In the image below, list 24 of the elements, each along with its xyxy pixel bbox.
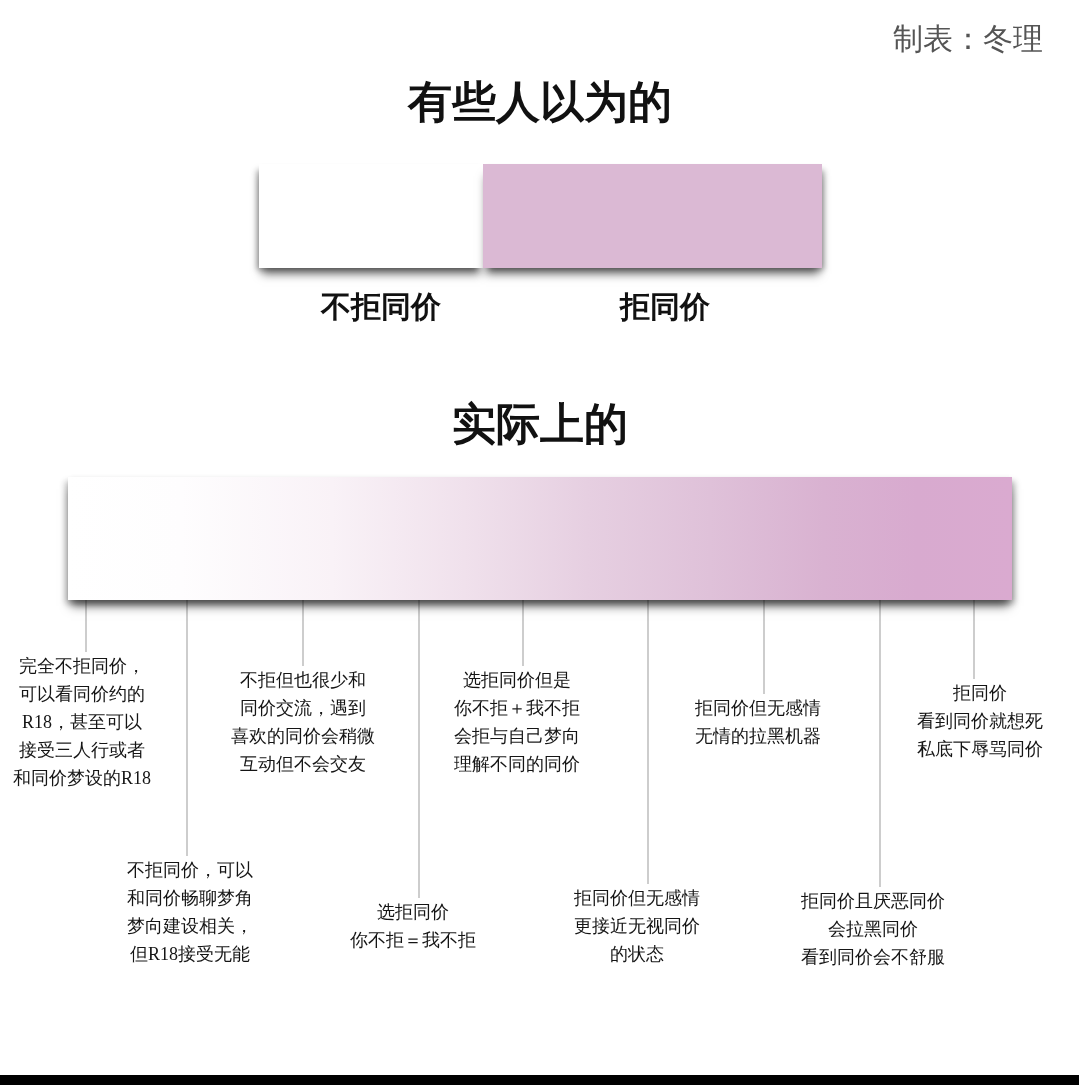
- annotation-text: 拒同价看到同价就想死私底下辱骂同价: [917, 679, 1043, 763]
- leader-line: [522, 599, 524, 667]
- gradient-bar: [68, 477, 1012, 600]
- leader-line: [763, 599, 765, 695]
- annotation-text: 完全不拒同价，可以看同价约的R18，甚至可以接受三人行或者和同价梦设的R18: [13, 652, 151, 792]
- leader-line: [186, 599, 188, 857]
- leader-line: [973, 599, 975, 680]
- author-credit: 制表：冬理: [893, 22, 1043, 57]
- annotation-text: 选拒同价你不拒＝我不拒: [350, 898, 476, 954]
- leader-line: [302, 599, 304, 667]
- annotation-text: 不拒但也很少和同价交流，遇到喜欢的同价会稍微互动但不会交友: [231, 666, 375, 778]
- leader-line: [85, 599, 87, 653]
- section-heading: 实际上的: [452, 400, 628, 451]
- section-heading: 有些人以为的: [408, 78, 672, 129]
- leader-line: [647, 599, 649, 885]
- segment-label: 拒同价: [620, 290, 710, 325]
- leader-line: [418, 599, 420, 899]
- annotation-text: 拒同价且厌恶同价会拉黑同价看到同价会不舒服: [801, 887, 945, 971]
- annotation-text: 选拒同价但是你不拒＋我不拒会拒与自己梦向理解不同的同价: [454, 666, 580, 778]
- annotation-text: 不拒同价，可以和同价畅聊梦角梦向建设相关，但R18接受无能: [127, 856, 253, 968]
- annotation-text: 拒同价但无感情更接近无视同价的状态: [574, 884, 700, 968]
- annotation-text: 拒同价但无感情无情的拉黑机器: [695, 694, 821, 750]
- leader-line: [879, 599, 881, 888]
- segment-label: 不拒同价: [321, 290, 441, 325]
